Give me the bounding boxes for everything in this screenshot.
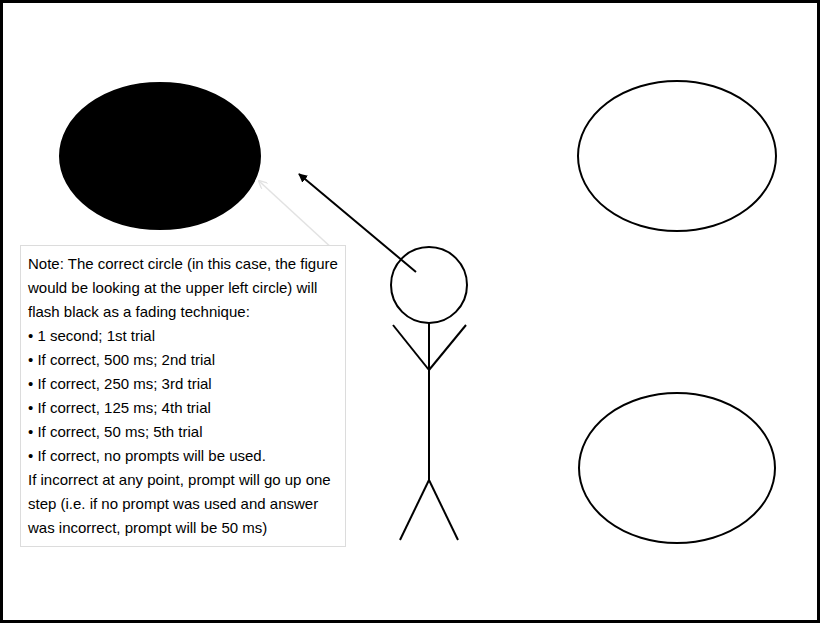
note-text: • If correct, no prompts will be used. xyxy=(28,444,338,468)
note-text: • If correct, 250 ms; 3rd trial xyxy=(28,372,338,396)
note-text: • 1 second; 1st trial xyxy=(28,324,338,348)
note-text: • If correct, 125 ms; 4th trial xyxy=(28,396,338,420)
circle-upper-right xyxy=(578,81,776,231)
circle-lower-right xyxy=(579,393,775,543)
note-text: • If correct, 500 ms; 2nd trial xyxy=(28,348,338,372)
note-text: If incorrect at any point, prompt will g… xyxy=(28,468,338,540)
note-box: Note: The correct circle (in this case, … xyxy=(20,245,346,547)
note-text: • If correct, 50 ms; 5th trial xyxy=(28,420,338,444)
target-circle-filled xyxy=(60,83,260,229)
stick-figure xyxy=(391,247,467,540)
leader-line xyxy=(259,181,334,250)
note-text: Note: The correct circle (in this case, … xyxy=(28,252,338,324)
